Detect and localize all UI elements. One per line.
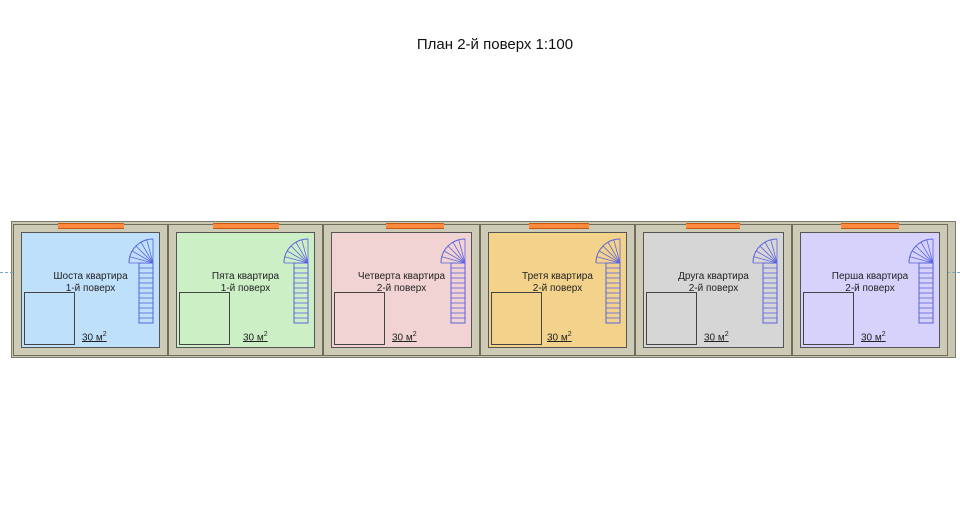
staircase-icon	[595, 238, 621, 324]
apartment-floor: 1-й поверх	[65, 283, 116, 294]
closet	[334, 292, 385, 345]
area-label: 30 м2	[547, 331, 572, 343]
area-unit-sup: 2	[881, 330, 886, 338]
area-unit-sup: 2	[412, 330, 417, 338]
area-label: 30 м2	[392, 331, 417, 343]
apartment-floor: 2-й поверх	[688, 283, 739, 294]
apartment-5[interactable]: Пята квартира 1-й поверх 30 м2	[168, 223, 323, 356]
apartment-name: Четверта квартира	[357, 271, 446, 282]
room: Перша квартира 2-й поверх 30 м2	[800, 232, 940, 348]
staircase-icon	[752, 238, 778, 324]
apartment-name: Шоста квартира	[53, 271, 128, 282]
apartment-floor: 2-й поверх	[845, 283, 895, 294]
area-label: 30 м2	[82, 331, 107, 343]
apartment-label: Четверта квартира 2-й поверх	[332, 271, 471, 295]
staircase-icon	[908, 238, 934, 324]
room: Друга квартира 2-й поверх 30 м2	[643, 232, 784, 348]
area-value: 30 м	[392, 332, 413, 343]
window	[841, 223, 899, 229]
window	[213, 223, 279, 229]
area-unit-sup: 2	[567, 330, 572, 338]
window	[529, 223, 589, 229]
area-unit-sup: 2	[724, 330, 729, 338]
room: Третя квартира 2-й поверх 30 м2	[488, 232, 627, 348]
area-unit-sup: 2	[263, 330, 268, 338]
apartment-name: Пята квартира	[211, 271, 280, 282]
plan-title: План 2-й поверх 1:100	[416, 36, 574, 53]
area-label: 30 м2	[704, 331, 729, 343]
staircase-icon	[128, 238, 154, 324]
apartment-1[interactable]: Перша квартира 2-й поверх 30 м2	[792, 223, 948, 356]
apartment-label: Третя квартира 2-й поверх	[489, 271, 626, 295]
area-value: 30 м	[704, 332, 725, 343]
staircase-icon	[440, 238, 466, 324]
staircase-icon	[283, 238, 309, 324]
room: Шоста квартира 1-й поверх 30 м2	[21, 232, 160, 348]
area-unit-sup: 2	[102, 330, 107, 338]
apartment-3[interactable]: Третя квартира 2-й поверх 30 м2	[480, 223, 635, 356]
area-value: 30 м	[243, 332, 264, 343]
apartment-name: Друга квартира	[678, 271, 749, 282]
window	[58, 223, 124, 229]
apartment-name: Третя квартира	[522, 271, 593, 282]
window	[386, 223, 444, 229]
apartment-label: Шоста квартира 1-й поверх	[22, 271, 159, 295]
apartment-4[interactable]: Четверта квартира 2-й поверх 30 м2	[323, 223, 480, 356]
closet	[24, 292, 75, 345]
apartment-floor: 2-й поверх	[376, 283, 427, 294]
apartment-label: Перша квартира 2-й поверх	[801, 271, 939, 295]
area-value: 30 м	[82, 332, 103, 343]
closet	[646, 292, 697, 345]
apartment-2[interactable]: Друга квартира 2-й поверх 30 м2	[635, 223, 792, 356]
area-label: 30 м2	[861, 331, 886, 343]
apartment-name: Перша квартира	[831, 271, 909, 282]
closet	[491, 292, 542, 345]
apartment-floor: 2-й поверх	[532, 283, 583, 294]
area-value: 30 м	[547, 332, 568, 343]
apartment-label: Пята квартира 1-й поверх	[177, 271, 314, 295]
closet	[803, 292, 854, 345]
apartment-label: Друга квартира 2-й поверх	[644, 271, 783, 295]
apartment-6[interactable]: Шоста квартира 1-й поверх 30 м2	[13, 223, 168, 356]
closet	[179, 292, 230, 345]
room: Пята квартира 1-й поверх 30 м2	[176, 232, 315, 348]
room: Четверта квартира 2-й поверх 30 м2	[331, 232, 472, 348]
window	[686, 223, 740, 229]
area-label: 30 м2	[243, 331, 268, 343]
area-value: 30 м	[861, 332, 882, 343]
apartment-floor: 1-й поверх	[220, 283, 271, 294]
